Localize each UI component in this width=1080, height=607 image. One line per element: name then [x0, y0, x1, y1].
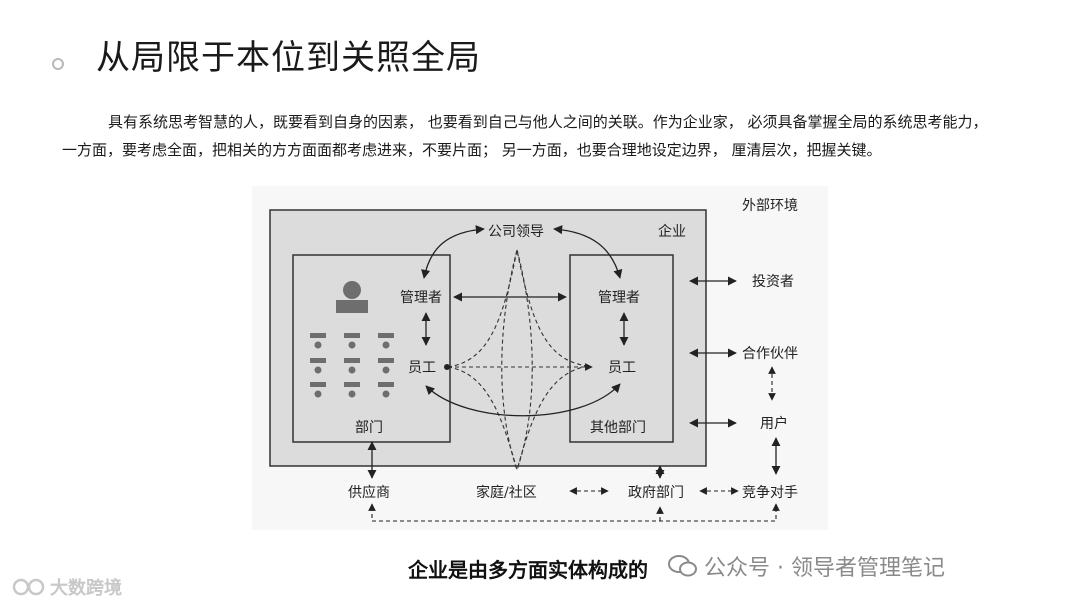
- department-box: [292, 254, 451, 443]
- watermark-right-text: 公众号 · 领导者管理笔记: [704, 556, 945, 581]
- watermark-right: 公众号 · 领导者管理笔记: [668, 550, 945, 582]
- label-company-leader: 公司领导: [488, 224, 544, 240]
- label-manager-right: 管理者: [598, 290, 640, 306]
- dashed-influence-lines: [447, 249, 589, 471]
- label-department: 部门: [355, 420, 383, 436]
- solid-arrows: [367, 225, 781, 479]
- label-competitor: 竞争对手: [742, 484, 798, 501]
- paragraph-line-2: 一方面，要考虑全面，把相关的方方面面都考虑进来，不要片面； 另一方面，也要合理地…: [62, 141, 882, 159]
- label-family-community: 家庭/社区: [476, 484, 537, 501]
- page-title: 从局限于本位到关照全局: [96, 38, 481, 78]
- label-employee-left: 员工: [408, 360, 436, 376]
- brand-logo-icon: [12, 578, 45, 596]
- paragraph-line-1: 具有系统思考智慧的人，既要看到自身的因素， 也要看到自己与他人之间的关联。作为企…: [108, 113, 988, 131]
- label-manager-left: 管理者: [400, 290, 442, 306]
- person-icon: [336, 281, 368, 313]
- label-supplier: 供应商: [348, 484, 390, 501]
- label-enterprise: 企业: [658, 223, 686, 240]
- label-partner: 合作伙伴: [742, 346, 798, 362]
- intro-paragraph: 具有系统思考智慧的人，既要看到自身的因素， 也要看到自己与他人之间的关联。作为企…: [62, 108, 1022, 164]
- enterprise-system-diagram: 外部环境 企业 公司领导 管理者 员工 部门 管理者 员工 其他部门 投资者 合…: [252, 186, 828, 530]
- other-department-box: [569, 254, 674, 443]
- label-investor: 投资者: [752, 274, 794, 290]
- dashed-external-arrows: [368, 366, 780, 522]
- label-employee-right: 员工: [608, 360, 636, 376]
- label-other-departments: 其他部门: [590, 420, 646, 436]
- label-outer-env: 外部环境: [742, 198, 798, 214]
- label-government: 政府部门: [628, 485, 684, 501]
- title-bullet-dot: [52, 58, 64, 70]
- desk-grid-icon: [310, 333, 394, 398]
- diagram-svg: 外部环境 企业 公司领导 管理者 员工 部门 管理者 员工 其他部门 投资者 合…: [269, 198, 798, 522]
- watermark-left-text: 大数跨境: [50, 578, 122, 599]
- diagram-caption: 企业是由多方面实体构成的: [408, 558, 648, 582]
- label-user: 用户: [760, 415, 788, 432]
- wechat-icon: [668, 555, 697, 577]
- watermark-left: 大数跨境: [12, 574, 122, 600]
